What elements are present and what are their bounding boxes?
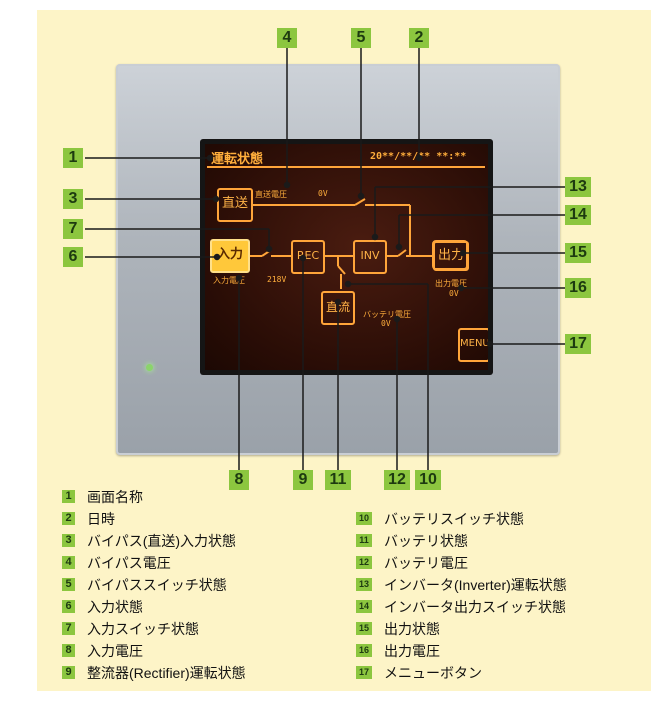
legend-label: 入力電圧 [87,643,143,659]
legend-label: 整流器(Rectifier)運転状態 [87,665,246,681]
legend-label: 日時 [87,511,115,527]
legend-item: 15 出力状態 [356,619,440,639]
legend-number: 12 [356,555,372,569]
legend-item: 10 バッテリスイッチ状態 [356,509,524,529]
callout-17: 17 [565,334,591,354]
bypass-voltage-value: 0V [318,189,328,198]
legend-item: 9 整流器(Rectifier)運転状態 [62,663,246,683]
legend-item: 6 入力状態 [62,597,143,617]
callout-1: 1 [63,148,83,168]
legend-number: 2 [62,511,75,525]
input-status-button[interactable]: 入力 [210,239,250,273]
callout-2: 2 [409,28,429,48]
callout-6: 6 [63,247,83,267]
legend-item: 4 バイパス電圧 [62,553,171,573]
callout-4: 4 [277,28,297,48]
legend-label: バッテリ状態 [384,533,468,549]
screen-title: 運転状態 [211,152,264,167]
legend-number: 9 [62,665,75,679]
callout-5: 5 [351,28,371,48]
legend-item: 2 日時 [62,509,115,529]
legend-item: 3 バイパス(直送)入力状態 [62,531,236,551]
callout-7: 7 [63,219,83,239]
callout-9: 9 [293,470,313,490]
callout-16: 16 [565,278,591,298]
bypass-status-button[interactable]: 直送 [217,188,253,222]
legend-number: 3 [62,533,75,547]
legend-number: 13 [356,577,372,591]
legend-number: 17 [356,665,372,679]
callout-8: 8 [229,470,249,490]
legend-label: 出力電圧 [384,643,440,659]
lcd-screen: 運転状態 20**/**/** **:** 直送 直送電圧 0V 入力 入力電圧… [205,144,488,370]
legend-label: 出力状態 [384,621,440,637]
output-voltage-label: 出力電圧 [435,279,467,288]
legend-label: 入力状態 [87,599,143,615]
legend-item: 17 メニューボタン [356,663,482,683]
legend-item: 11 バッテリ状態 [356,531,468,551]
rectifier-status-button[interactable]: REC [291,240,325,274]
bypass-voltage-label: 直送電圧 [255,190,287,199]
output-voltage-value: 0V [449,289,459,298]
legend-number: 14 [356,599,372,613]
legend-number: 10 [356,511,372,525]
power-led-icon [146,364,153,371]
legend-item: 12 バッテリ電圧 [356,553,468,573]
legend-number: 15 [356,621,372,635]
legend-number: 7 [62,621,75,635]
input-voltage-value: 218V [267,275,287,284]
callout-3: 3 [63,189,83,209]
legend-item: 13 インバータ(Inverter)運転状態 [356,575,567,595]
legend-label: バッテリ電圧 [384,555,468,571]
menu-button[interactable]: MENU [458,328,488,362]
callout-13: 13 [565,177,591,197]
legend-item: 5 バイパススイッチ状態 [62,575,227,595]
inverter-status-button[interactable]: INV [353,240,387,274]
callout-12: 12 [384,470,410,490]
legend-label: バイパススイッチ状態 [87,577,227,593]
legend-number: 4 [62,555,75,569]
legend-item: 8 入力電圧 [62,641,143,661]
battery-voltage-value: 0V [381,319,391,328]
callout-14: 14 [565,205,591,225]
callout-10: 10 [415,470,441,490]
legend-label: バッテリスイッチ状態 [384,511,524,527]
legend-item: 7 入力スイッチ状態 [62,619,199,639]
legend-label: メニューボタン [384,665,482,681]
callout-15: 15 [565,243,591,263]
legend-label: インバータ(Inverter)運転状態 [384,577,567,593]
legend-number: 16 [356,643,372,657]
legend-label: バイパス電圧 [87,555,171,571]
datetime-display: 20**/**/** **:** [370,151,467,162]
legend-number: 11 [356,533,372,547]
input-voltage-label: 入力電圧 [213,276,245,285]
legend-number: 5 [62,577,75,591]
legend-label: バイパス(直送)入力状態 [87,533,237,549]
legend-label: 画面名称 [87,489,143,505]
legend-label: インバータ出力スイッチ状態 [384,599,566,615]
battery-status-button[interactable]: 直流 [321,291,355,325]
output-status-button[interactable]: 出力 [433,241,469,271]
legend-number: 1 [62,489,75,503]
legend-item: 1 画面名称 [62,487,143,507]
legend-number: 8 [62,643,75,657]
battery-voltage-label: バッテリ電圧 [363,310,411,319]
legend-label: 入力スイッチ状態 [87,621,199,637]
callout-11: 11 [325,470,351,490]
legend-number: 6 [62,599,75,613]
legend-item: 14 インバータ出力スイッチ状態 [356,597,566,617]
legend-item: 16 出力電圧 [356,641,440,661]
